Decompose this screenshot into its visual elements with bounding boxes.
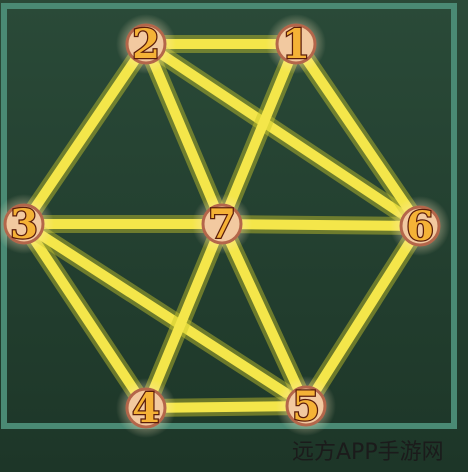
- edge-1-6: [291, 39, 425, 231]
- node-dot: [285, 385, 327, 427]
- edge-2-6: [141, 39, 425, 231]
- node-dot: [201, 203, 243, 245]
- edge-3-4: [19, 219, 151, 413]
- edge-7-5: [217, 219, 311, 411]
- node-dot: [399, 205, 441, 247]
- node-4[interactable]: 4: [116, 378, 176, 438]
- node-dot: [125, 23, 167, 65]
- watermark-text: 远方APP手游网: [292, 440, 444, 465]
- node-5[interactable]: 5: [276, 376, 336, 436]
- node-dot: [275, 23, 317, 65]
- nodes-layer: 2 1 3 7 6 4 5: [0, 14, 450, 438]
- node-label: 4: [132, 385, 160, 432]
- node-7[interactable]: 7: [192, 194, 252, 254]
- edge-2-3: [19, 39, 151, 229]
- edge-2-7: [141, 39, 227, 229]
- edge-3-5: [19, 219, 311, 411]
- edge-7-6: [217, 219, 425, 231]
- edge-7-4: [141, 219, 227, 413]
- node-label: 2: [132, 21, 160, 68]
- node-label: 7: [208, 201, 236, 248]
- node-label: 5: [292, 383, 320, 430]
- edge-6-5: [301, 221, 425, 411]
- node-6[interactable]: 6: [390, 196, 450, 256]
- node-label: 1: [282, 21, 310, 68]
- node-dot: [125, 387, 167, 429]
- node-dot: [3, 203, 45, 245]
- node-label: 3: [10, 201, 38, 248]
- node-3[interactable]: 3: [0, 194, 54, 254]
- edge-1-7: [217, 39, 301, 229]
- node-1[interactable]: 1: [266, 14, 326, 74]
- node-label: 6: [406, 203, 434, 250]
- node-2[interactable]: 2: [116, 14, 176, 74]
